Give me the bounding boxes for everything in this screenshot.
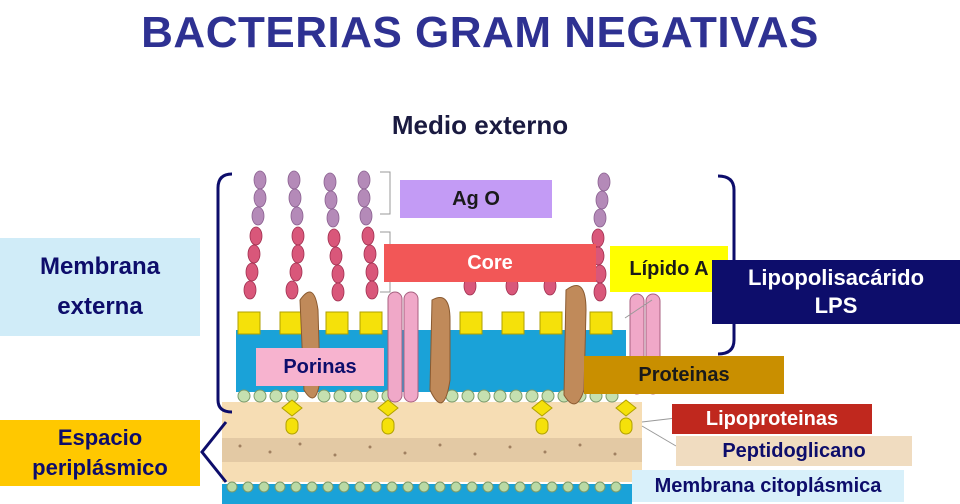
lps-label-line1: Lipopolisacárido	[747, 265, 925, 290]
espacio-bracket	[200, 421, 228, 483]
membrana-externa-line2: externa	[57, 293, 143, 320]
core-label: Core	[384, 244, 596, 282]
porinas-label: Porinas	[256, 348, 384, 386]
peptidoglycan-layer	[222, 438, 642, 462]
espacio-line2: periplásmico	[32, 455, 168, 480]
membrana-citoplasmica-label: Membrana citoplásmica	[632, 470, 904, 502]
peptidoglicano-label: Peptidoglicano	[676, 436, 912, 466]
page-title: BACTERIAS GRAM NEGATIVAS	[141, 8, 819, 57]
inner-leaflet-heads	[237, 389, 619, 403]
medio-externo-label: Medio externo	[391, 110, 569, 140]
ag-o-label: Ag O	[400, 180, 552, 218]
lps-label: Lipopolisacárido LPS	[712, 260, 960, 324]
espacio-periplasmico-label: Espacio periplásmico	[0, 420, 200, 486]
lipid-a-squares	[237, 311, 613, 335]
lipoprotein-anchors	[281, 399, 637, 435]
peptidoglycan-dots	[238, 442, 617, 457]
lipido-a-label: Lípido A	[610, 246, 728, 292]
lps-label-line2: LPS	[814, 293, 858, 318]
lps-chains	[243, 170, 611, 302]
proteinas-label: Proteinas	[584, 356, 784, 394]
membrana-externa-line1: Membrana	[39, 253, 161, 280]
espacio-line1: Espacio	[57, 425, 143, 450]
membrana-externa-bracket	[216, 172, 233, 414]
cytoplasmic-heads	[226, 481, 622, 493]
lipoproteinas-label: Lipoproteinas	[672, 404, 872, 434]
membrana-externa-label: Membrana externa	[0, 238, 200, 336]
